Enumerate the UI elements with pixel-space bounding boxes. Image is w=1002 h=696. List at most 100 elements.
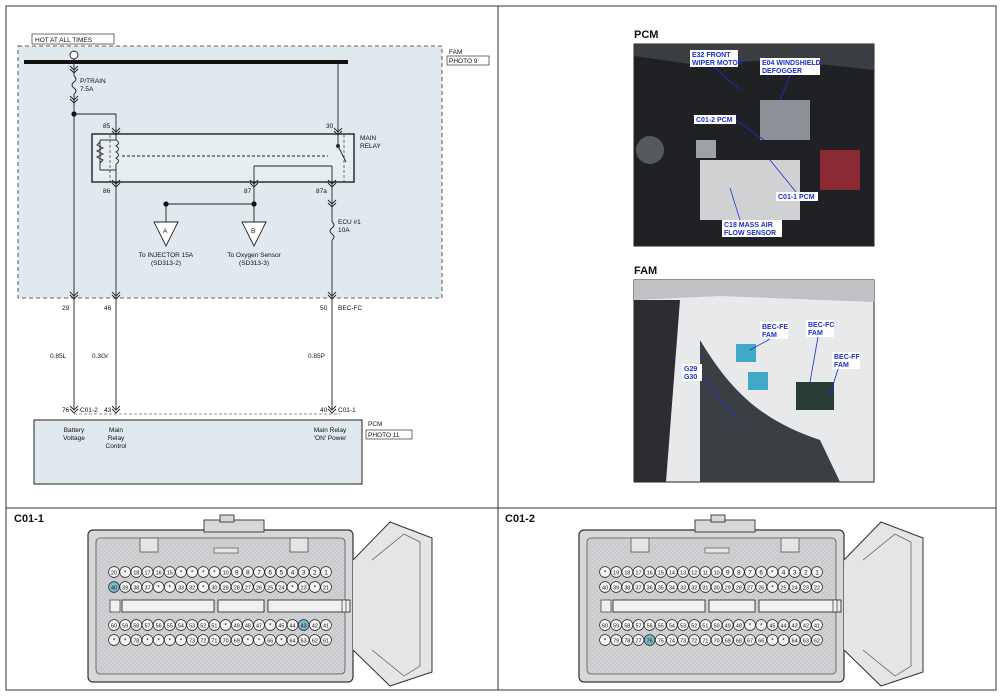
connector-c01-2-pin-cavity [777, 566, 790, 578]
connector-c01-1-pin-cavity [309, 634, 321, 646]
connector-c01-1-pin-label: 24 [278, 585, 284, 591]
svg-text:A: A [163, 228, 168, 235]
connector-c01-1-pin-cavity [152, 566, 165, 578]
connector-c01-2-pin-label: 24 [792, 585, 798, 591]
connector-c01-2-pin-label: 50 [714, 623, 720, 629]
connector-c01-1-pin-label: 47 [256, 623, 262, 629]
connector-c01-2-pin-cavity [655, 566, 667, 578]
main-relay-control-line2: Relay [108, 435, 125, 442]
connector-c01-1-pin-label: 10 [223, 570, 229, 576]
connector-c01-1-pin-label: * [124, 569, 127, 576]
connector-c01-2-pin-cavity [677, 581, 689, 593]
connector-c01-2-pin-cavity [688, 581, 701, 593]
connector-c01-1-pin-label: 25 [267, 585, 273, 591]
connector-c01-2-pin-cavity [766, 634, 779, 646]
connector-c01-2-pin-cavity [710, 581, 723, 593]
connector-c01-2-pin-cavity [677, 566, 689, 578]
connector-c01-1-pin-cavity [286, 566, 299, 578]
connector-c01-2-pin-cavity [710, 619, 723, 631]
connector-c01-2-pin-label: 52 [691, 623, 697, 629]
connector-c01-2-pin-label: 32 [691, 585, 697, 591]
connector-c01-1-lever [352, 521, 433, 687]
connector-c01-2-pin-cavity [721, 581, 734, 593]
connector-c01-1-pin-cavity [309, 566, 321, 578]
fam-pin-50: 50 [320, 305, 328, 312]
connector-c01-2-pin-cavity [677, 634, 689, 646]
connector-c01-1-pin-label: 48 [245, 623, 251, 629]
connector-c01-1-pin-label: 60 [111, 623, 117, 629]
connector-c01-2-pin-label: 74 [669, 638, 675, 644]
fam-pin-29: 29 [62, 305, 70, 312]
fuse-ptrain-name: P/TRAIN [80, 78, 106, 85]
connector-c01-1-pin-cavity [130, 581, 143, 593]
connector-c01-1-pin-label: * [213, 569, 216, 576]
connector-c01-1-pin-label: 66 [267, 638, 273, 644]
relay-name-line2: RELAY [360, 143, 381, 150]
connector-c01-2-pin-label: 17 [635, 570, 641, 576]
connector-c01-1-pin-cavity [253, 566, 265, 578]
connector-c01-1-pin-cavity [197, 581, 210, 593]
pcm-photo-box [365, 429, 413, 440]
connector-c01-2-pin-label: 58 [624, 623, 630, 629]
connector-c01-1-pin-cavity [320, 566, 332, 578]
connector-c01-1-pin-cavity [297, 619, 310, 631]
connector-c01-2-pin-label: 34 [669, 585, 675, 591]
connector-c01-2-pin-label: 22 [814, 585, 820, 591]
connector-c01-1-pin-label: 1 [324, 569, 328, 576]
connector-c01-1-pin-label: 16 [156, 570, 162, 576]
hot-at-all-times-label: HOT AT ALL TIMES [35, 37, 93, 44]
callout-c012-pcm: C01-2 PCM [696, 117, 733, 124]
connector-c01-1-pin-label: 3 [302, 569, 306, 576]
connector-c01-1-pin-label: 71 [211, 638, 217, 644]
connector-c01-1-pin-label: 26 [256, 585, 262, 591]
connector-c01-2-pin-cavity [811, 634, 823, 646]
connector-c01-2-pin-label: 37 [635, 585, 641, 591]
connector-c01-1-pin-cavity [164, 619, 176, 631]
connector-c01-1-pin-label: 18 [133, 570, 139, 576]
connector-c01-1-pin-label: * [157, 637, 160, 644]
connector-c01-2-pin-cavity [710, 634, 723, 646]
connector-c01-2-pin-cavity [610, 619, 622, 631]
connector-c01-2-pin-cavity [621, 581, 634, 593]
connector-c01-1-pin-label: 7 [257, 569, 261, 576]
connector-c01-2-pin-cavity [800, 619, 812, 631]
connector-c01-1-pin-label: * [180, 637, 183, 644]
connector-c01-2-pin-label: 54 [669, 623, 675, 629]
connector-c01-2-pin-cavity [666, 619, 678, 631]
connector-c01-1-pin-cavity [230, 581, 243, 593]
connector-c01-2-pin-label: 53 [680, 623, 686, 629]
connector-c01-2-pin-label: * [771, 637, 774, 644]
connector-c01-1-pin-cavity [108, 619, 120, 631]
connector-c01-2-pin-cavity [788, 634, 801, 646]
callout-c18-line2: FLOW SENSOR [724, 230, 776, 237]
schematic: HOT AT ALL TIMES FAM PHOTO 9 P/TRAIN 7.5… [17, 33, 490, 485]
connector-c01-1-pin-label: 41 [323, 623, 329, 629]
pcm-photo-title: PCM [634, 29, 658, 41]
connector-c01-1-pin-cavity [141, 619, 154, 631]
connector-c01-1-pin-cavity [275, 581, 288, 593]
connector-c01-2-key-left [630, 537, 650, 553]
connector-c01-1-pin-label: 9 [235, 569, 239, 576]
connector-c01-2-pin-label: 56 [647, 623, 653, 629]
connector-c01-1-pin-label: 56 [156, 623, 162, 629]
connector-c01-1-pin-label: 38 [133, 585, 139, 591]
connector-c01-1-key-right [289, 537, 309, 553]
connector-c01-1-pin-cavity [130, 634, 143, 646]
relay-coil [95, 132, 328, 184]
connector-c01-2-pin-label: 7 [748, 569, 752, 576]
connector-c01-2-pin-label: 55 [658, 623, 664, 629]
connector-c01-2-pin-cavity [755, 634, 767, 646]
connector-c01-2-pin-label: 8 [737, 569, 741, 576]
connector-c01-2-slot-end-right [832, 599, 838, 613]
connector-c01-1-pin-cavity [219, 619, 232, 631]
connector-c01-1-pin-cavity [219, 566, 232, 578]
fam-exit-arrows [69, 291, 337, 300]
connector-c01-1-pin-cavity [108, 634, 120, 646]
connector-c01-1-pin-cavity [320, 634, 332, 646]
connector-c01-2-pin-label: 11 [703, 570, 709, 576]
callout-becfe-line2: FAM [762, 332, 777, 339]
connector-c01-1-pin-cavity [186, 619, 198, 631]
connector-c01-2-pin-cavity [744, 634, 756, 646]
connector-c01-2-pin-cavity [621, 619, 634, 631]
